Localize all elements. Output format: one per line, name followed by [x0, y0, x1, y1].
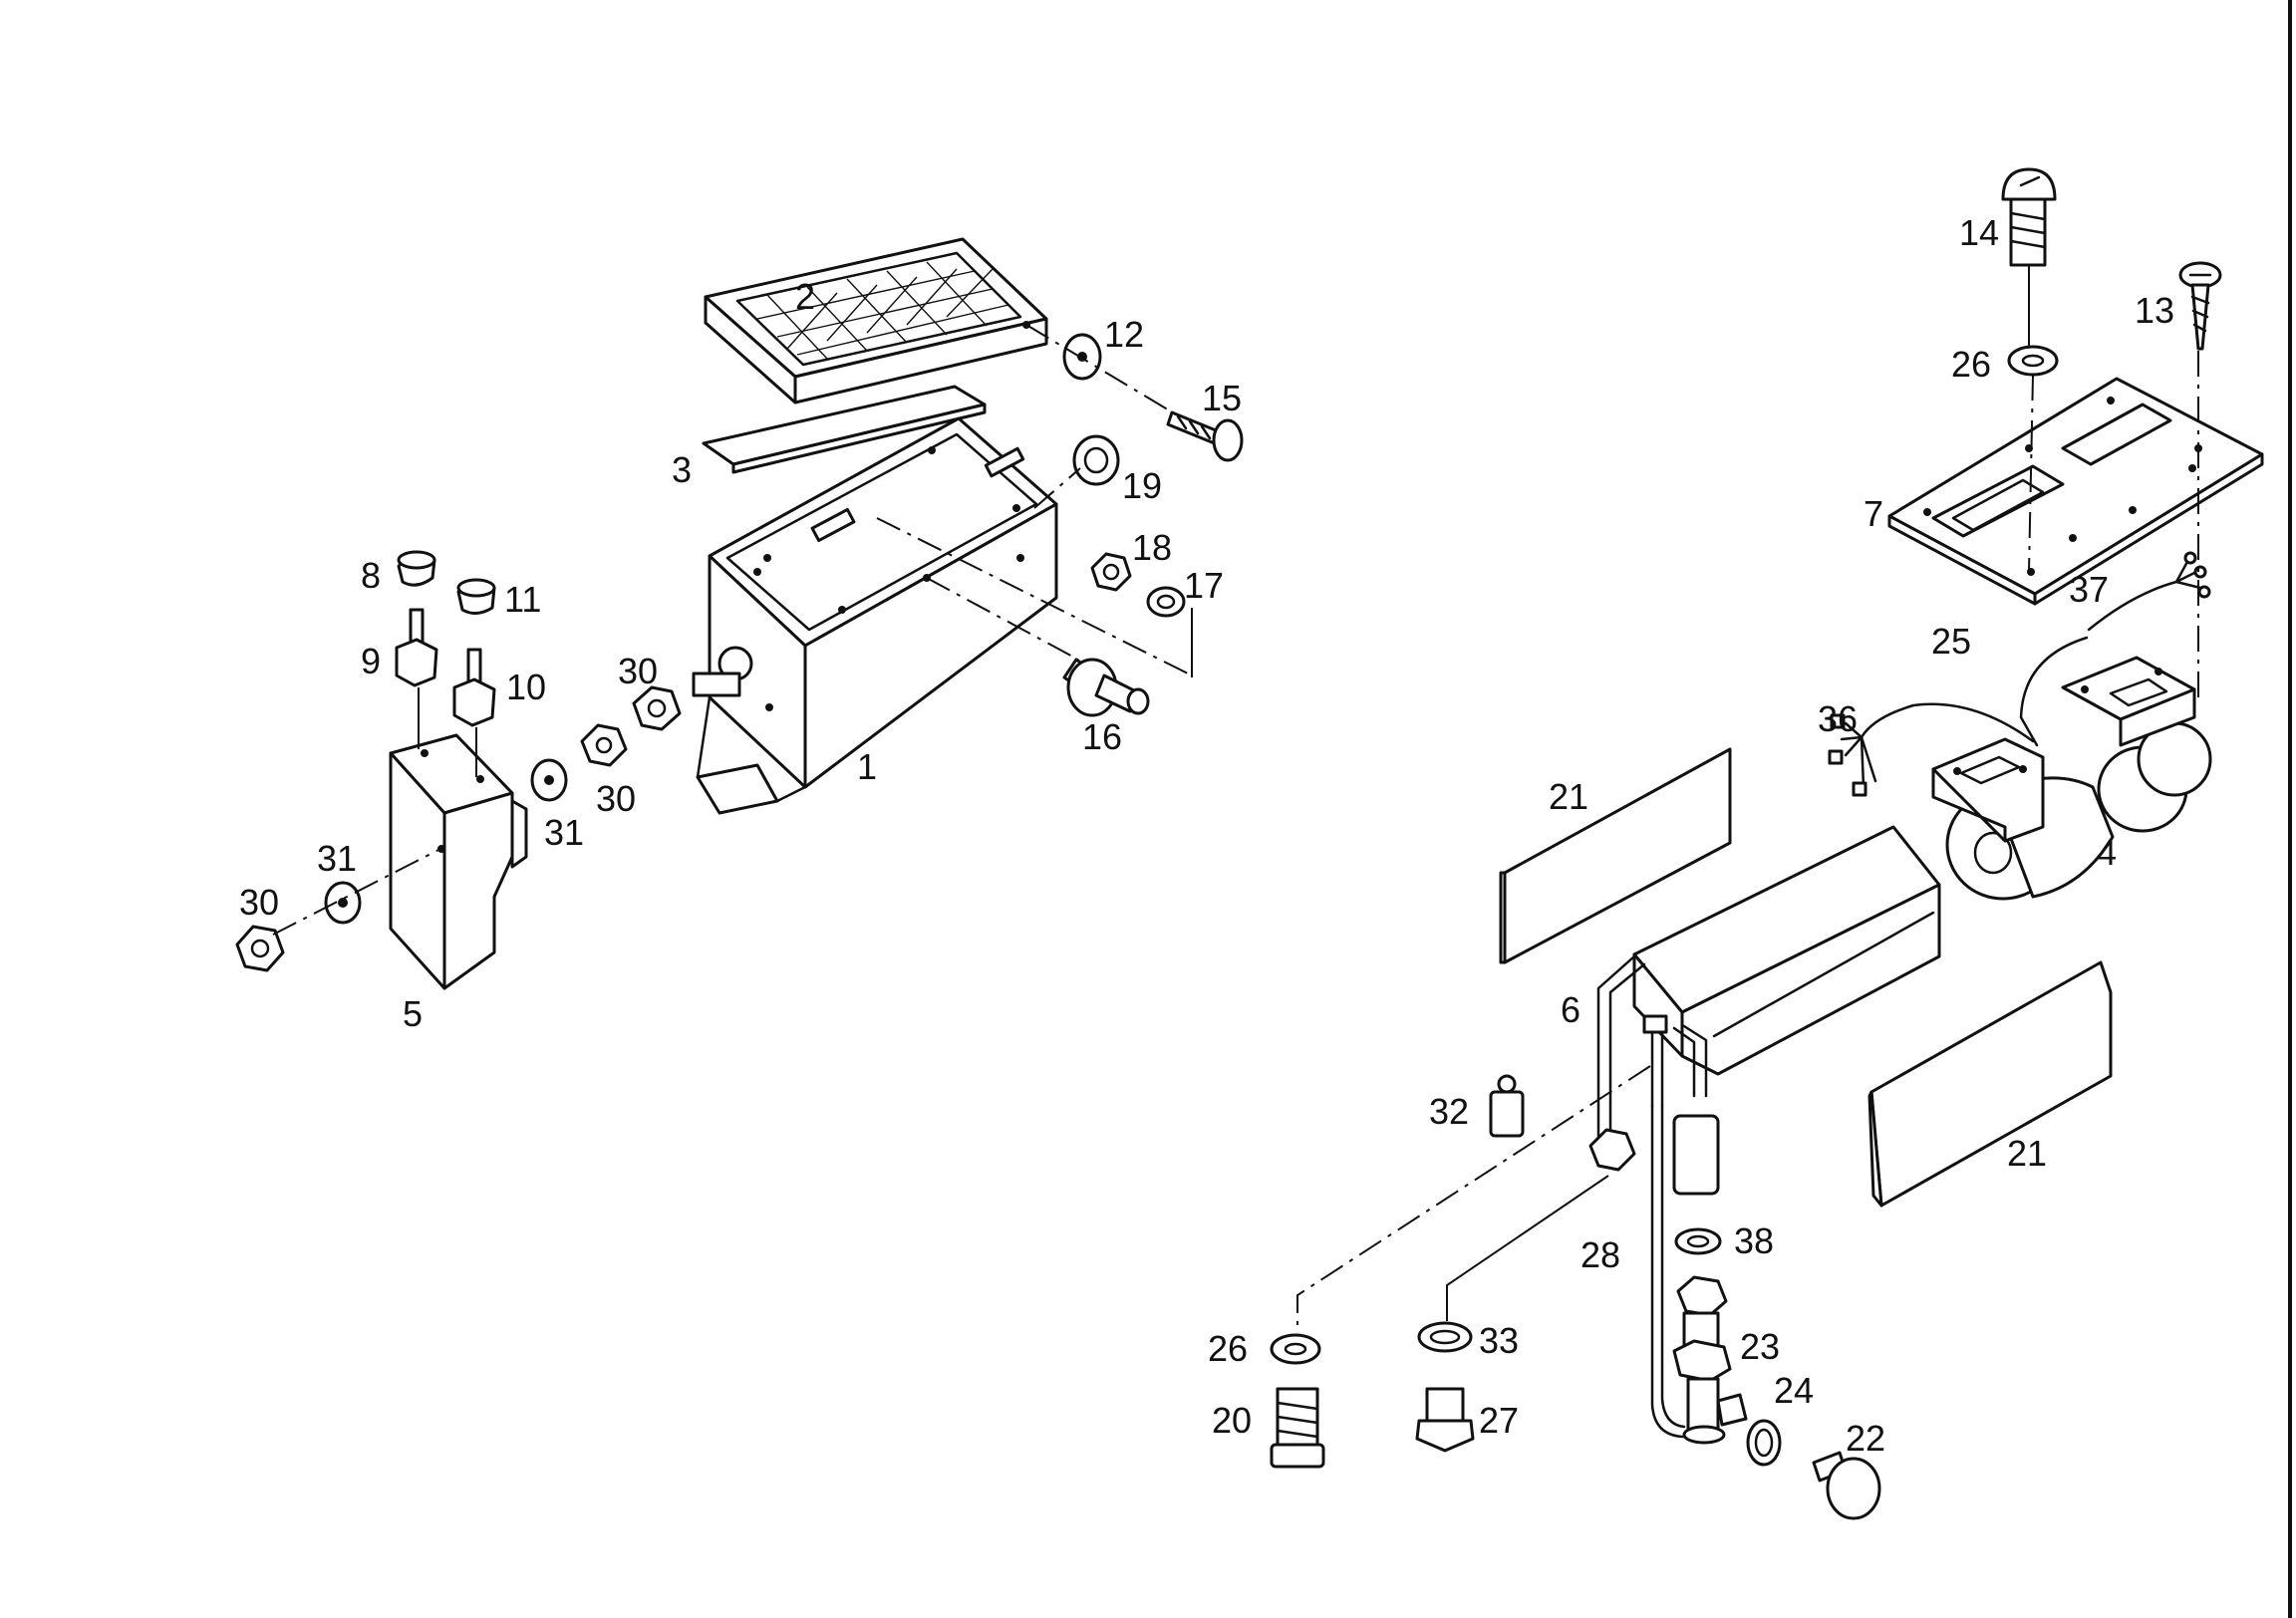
- part-6-heater-unit: [1596, 825, 1941, 1138]
- part-21-panel-lower: [1867, 960, 2113, 1208]
- callout-2: 2: [795, 276, 815, 317]
- part-26-washer-bottom: [1270, 1333, 1321, 1365]
- callout-36: 36: [1818, 698, 1858, 739]
- callout-25: 25: [1931, 621, 1971, 662]
- callout-28: 28: [1580, 1234, 1620, 1275]
- callout-27: 27: [1479, 1400, 1519, 1441]
- callout-30-left: 30: [239, 882, 279, 923]
- callout-10: 10: [506, 667, 546, 707]
- callout-15: 15: [1202, 378, 1242, 418]
- callout-11: 11: [504, 579, 541, 620]
- callout-21-lower: 21: [2007, 1133, 2047, 1174]
- part-7-mounting-plate: [1887, 377, 2264, 606]
- part-37-wire-lead: [2087, 551, 2211, 632]
- part-15-screw: [1166, 410, 1244, 462]
- callout-32: 32: [1429, 1091, 1469, 1132]
- rod-sleeve: [1672, 1114, 1720, 1196]
- callout-18: 18: [1132, 527, 1172, 568]
- part-24-o-ring: [1746, 1419, 1782, 1467]
- pipe-nut: [1588, 1128, 1636, 1172]
- part-22-plug: [1812, 1451, 1881, 1520]
- callout-8: 8: [361, 555, 381, 596]
- part-5-bracket: [389, 733, 528, 990]
- part-33-washer: [1417, 1321, 1473, 1353]
- callout-7: 7: [1864, 493, 1883, 534]
- callout-33: 33: [1479, 1320, 1519, 1361]
- part-27-plug: [1415, 1387, 1475, 1453]
- callout-6: 6: [1561, 989, 1580, 1030]
- part-36-connector: [1828, 713, 1877, 797]
- part-9-sensor: [395, 608, 438, 687]
- part-3-gasket-plate: [702, 385, 987, 474]
- part-21-panel-upper: [1499, 747, 1732, 964]
- callout-12: 12: [1104, 314, 1144, 355]
- callout-26-top: 26: [1951, 344, 1991, 385]
- part-13-screw: [2178, 261, 2222, 351]
- part-16-fitting: [1062, 658, 1150, 717]
- part-10-sensor: [452, 648, 496, 727]
- part-12-washer: [1062, 333, 1102, 381]
- part-4-blower: [1931, 656, 2212, 901]
- leader-lines-left: [272, 324, 1193, 936]
- part-28-tube: [1650, 1104, 1696, 1439]
- callout-31-left: 31: [317, 838, 357, 879]
- callout-14: 14: [1959, 212, 1999, 253]
- callout-30-upper: 30: [618, 651, 658, 691]
- part-32-sensor-cap: [1489, 1074, 1525, 1138]
- part-38-o-ring: [1674, 1227, 1722, 1255]
- callout-17: 17: [1184, 565, 1224, 606]
- callout-13: 13: [2135, 290, 2174, 331]
- part-30-nut-lower: [580, 723, 628, 767]
- callout-22: 22: [1846, 1418, 1885, 1459]
- part-31-washer-middle: [530, 758, 568, 802]
- part-25-wire: [1860, 636, 2089, 747]
- part-23-fitting: [1672, 1275, 1748, 1445]
- callout-23: 23: [1740, 1326, 1780, 1367]
- callout-1: 1: [857, 746, 877, 787]
- part-31-washer-left: [324, 881, 362, 925]
- part-26-washer-top: [2007, 345, 2059, 377]
- callout-21-upper: 21: [1549, 776, 1588, 817]
- part-18-nut: [1090, 552, 1132, 592]
- callout-9: 9: [361, 641, 381, 681]
- part-2-filter-grille: [704, 237, 1048, 404]
- callout-31-middle: 31: [544, 812, 584, 853]
- part-11-cap: [456, 578, 496, 615]
- callout-3: 3: [672, 449, 692, 490]
- part-8-cap: [397, 550, 436, 587]
- part-30-nut-left: [235, 925, 285, 972]
- callout-30-lower: 30: [596, 778, 636, 819]
- part-14-bolt: [2001, 167, 2057, 267]
- part-19-grommet: [1072, 434, 1120, 486]
- callout-labels: 2 3 1 12 15 19 18 17 16 8 11 9 10 30 30 …: [239, 212, 2174, 1459]
- leader-lines-right: [1296, 265, 2199, 1333]
- callout-5: 5: [403, 993, 423, 1034]
- callout-38: 38: [1734, 1220, 1774, 1261]
- callout-19: 19: [1122, 465, 1162, 506]
- callout-16: 16: [1082, 716, 1122, 757]
- part-1-housing: [692, 416, 1058, 815]
- callout-37: 37: [2069, 569, 2109, 610]
- callout-26-bottom: 26: [1208, 1328, 1248, 1369]
- callout-20: 20: [1212, 1400, 1252, 1441]
- part-30-nut-upper: [632, 685, 682, 731]
- part-17-lock-washer: [1146, 586, 1186, 618]
- part-20-bolt: [1270, 1387, 1325, 1469]
- callout-4: 4: [2097, 832, 2117, 873]
- callout-24: 24: [1774, 1370, 1814, 1411]
